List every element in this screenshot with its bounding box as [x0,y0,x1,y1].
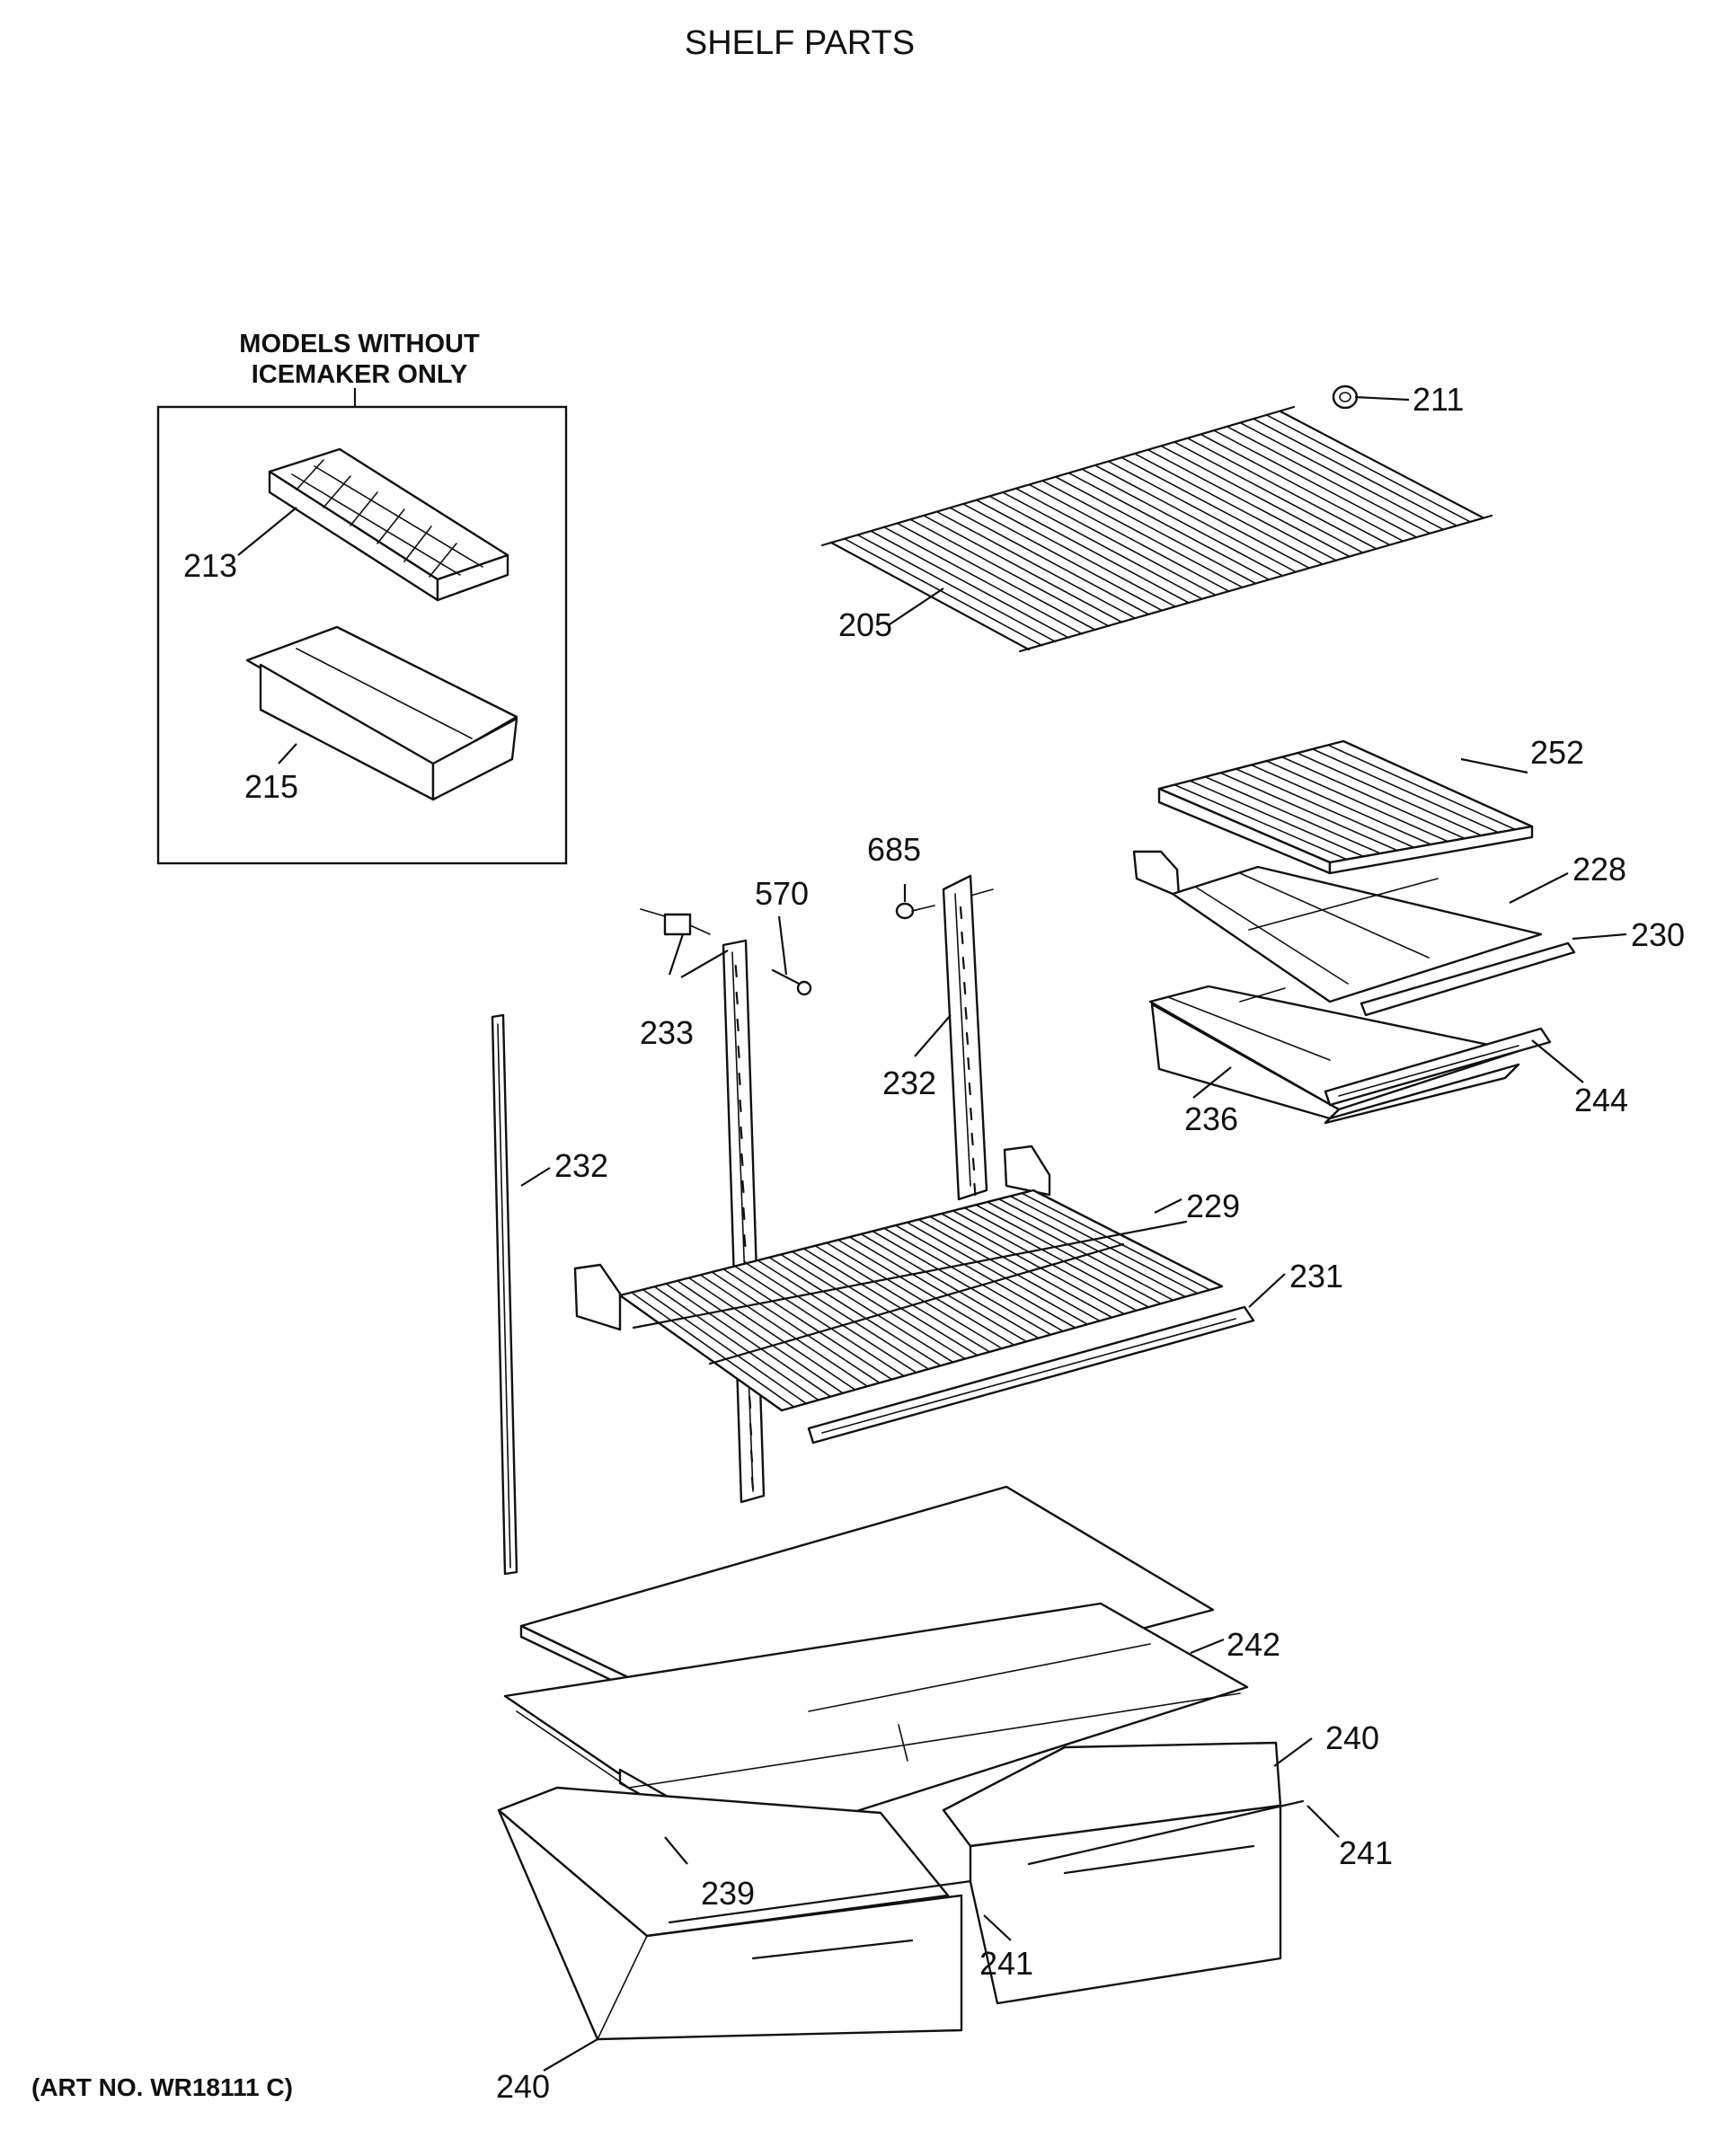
ice-bin-215 [245,625,518,801]
callout-244: 244 [1574,1082,1628,1118]
glass-cover-252 [1157,739,1534,875]
callout-241-right: 241 [1339,1834,1393,1871]
callout-205: 205 [838,606,892,643]
callout-232-left: 232 [554,1147,608,1184]
shelf-stop-211 [1332,384,1359,410]
callout-228: 228 [1572,851,1626,888]
callout-215: 215 [244,768,298,805]
inset-label-line1: MODELS WITHOUT [239,330,480,358]
callout-241-left: 241 [979,1945,1033,1982]
callout-240-left: 240 [496,2068,550,2105]
crisper-cover-242 [503,1485,1249,1854]
callout-233: 233 [640,1014,694,1051]
callout-240-right: 240 [1325,1719,1379,1756]
callout-232-center: 232 [882,1065,936,1101]
callout-211: 211 [1413,381,1464,418]
callout-570: 570 [755,875,809,912]
shelf-rail-232-center [942,874,988,1201]
crisper-trim-230 [1360,941,1576,1017]
callout-239: 239 [701,1875,755,1912]
callout-236: 236 [1184,1100,1238,1137]
art-number: (ART NO. WR18111 C) [31,2073,293,2101]
drawer-240-left [497,1786,999,2041]
crisper-shelf-228 [1132,850,1543,1003]
page-title: SHELF PARTS [685,24,915,62]
leader-lines [237,395,1627,2072]
callout-231: 231 [1289,1258,1343,1294]
drawer-240-right [942,1741,1305,2005]
callout-242: 242 [1227,1626,1280,1663]
inset-box-frame [156,405,568,865]
shelf-rail-232-mid [722,939,766,1504]
screw-570 [771,968,812,996]
wire-shelf-229 [573,1144,1224,1412]
shelf-trim-231 [807,1305,1255,1445]
icemaker-inset: MODELS WITHOUT ICEMAKER ONLY [156,330,568,865]
callout-213: 213 [183,547,237,584]
clip-233 [640,908,711,936]
crisper-trim-244 [1324,1027,1552,1107]
inset-label-line2: ICEMAKER ONLY [252,360,468,389]
callout-252: 252 [1530,734,1584,771]
wire-shelf-205 [820,405,1493,653]
callout-229: 229 [1186,1188,1240,1224]
screw-685 [895,888,994,920]
callout-685: 685 [867,831,921,868]
callout-230: 230 [1631,916,1685,953]
ice-tray-213 [268,447,509,602]
shelf-rail-232-left [491,1013,518,1576]
